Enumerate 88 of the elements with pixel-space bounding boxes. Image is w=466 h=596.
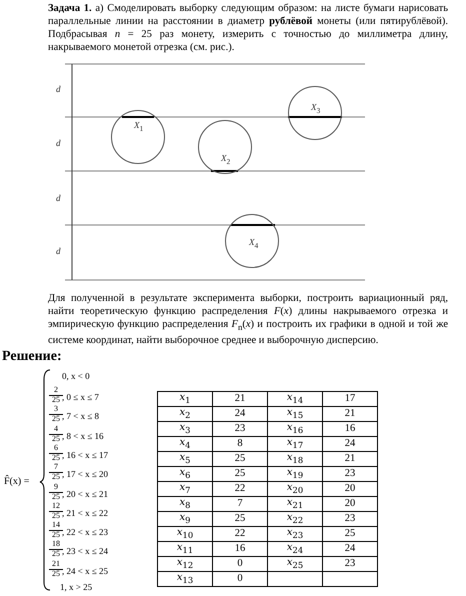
formula-line: , 23 < x ≤ 24	[62, 546, 108, 556]
table-cell: 25	[212, 512, 268, 526]
distance-label: d	[56, 246, 60, 256]
table-cell: 25	[212, 452, 268, 466]
fraction-numerator: 7	[53, 463, 59, 472]
table-cell: 24	[322, 542, 378, 556]
coin-circle	[198, 120, 252, 174]
table-cell: 16	[322, 422, 378, 436]
table-cell: x$_{8}$	[158, 496, 212, 512]
formula-line: , 24 < x ≤ 25	[62, 566, 108, 576]
coin-label: X$_{4}$	[249, 237, 258, 250]
fraction-numerator: 21	[51, 560, 61, 568]
table-cell: x$_{16}$	[268, 422, 322, 436]
table-cell: x$_{12}$	[158, 556, 212, 572]
table-cell: x$_{17}$	[268, 436, 322, 452]
distance-label: d	[56, 193, 60, 203]
table-cell: 17	[322, 392, 378, 406]
formula-line: , 0 ≤ x ≤ 7	[62, 392, 99, 402]
table-cell: x$_{1}$	[158, 392, 212, 406]
task-paragraph: Для полученной в результате эксперимента выборки, построить вариационный ряд, найти теоретическую функцию распределения F(x) длины накрываемого отрезка и эмпирическую функцию распределения F$_{n}$(x) и построить их графики в одной и той же системе координат, найти выборочное среднее и выборочную дисперсию.	[48, 292, 448, 348]
table-cell: x$_{23}$	[268, 526, 322, 542]
coin-circle	[225, 214, 279, 268]
table-cell: 22	[212, 526, 268, 542]
fraction-numerator: 9	[53, 482, 59, 490]
table-cell: 21	[322, 452, 378, 466]
coin-label: X$_{3}$	[311, 102, 320, 115]
table-cell: x$_{6}$	[158, 466, 212, 482]
fraction-numerator: 6	[53, 444, 59, 452]
task-paragraph: Задача 1. а) Смоделировать выборку следующим образом: на листе бумаги нарисовать параллельные линии на расстоянии в диаметр рублёвой монеты (или пятирублёвой). Подбрасывая n = 25 раз монету, измерить с точностью до миллиметра длину, накрываемого монетой отрезка (см. рис.).	[48, 2, 448, 54]
table-cell: 20	[322, 482, 378, 496]
table-cell: x$_{13}$	[158, 572, 212, 586]
formula-line: 0, x < 0	[62, 371, 90, 381]
formula-line: , 16 < x ≤ 17	[62, 450, 108, 460]
table-cell: 25	[322, 526, 378, 542]
solution-heading: Решение:	[2, 349, 62, 365]
table-cell: x$_{22}$	[268, 512, 322, 526]
fraction-numerator: 12	[51, 502, 61, 510]
distance-label: d	[56, 138, 60, 148]
coin-label: X$_{1}$	[134, 120, 144, 133]
formula-line: , 7 < x ≤ 8	[62, 411, 100, 422]
coin-circle	[288, 86, 342, 140]
table-cell: x$_{14}$	[268, 392, 322, 406]
formula-line: , 21 < x ≤ 22	[62, 508, 108, 518]
formula-line: , 8 < x ≤ 16	[62, 430, 104, 441]
coin-circle	[111, 110, 165, 164]
table-cell: 24	[322, 436, 378, 452]
table-cell: 20	[322, 496, 378, 512]
fraction-numerator: 2	[53, 386, 59, 394]
fraction-numerator: 18	[51, 540, 61, 548]
table-cell: 0	[212, 556, 268, 572]
table-cell: x$_{19}$	[268, 466, 322, 482]
table-cell: x$_{5}$	[158, 452, 212, 466]
table-cell: x$_{4}$	[158, 436, 212, 452]
formula-line: , 17 < x ≤ 20	[62, 469, 108, 480]
table-cell: x$_{20}$	[268, 482, 322, 496]
table-cell: 7	[212, 496, 268, 512]
function-label: F̂(x) =	[4, 476, 30, 487]
table-cell: 16	[212, 542, 268, 556]
fraction-numerator: 3	[53, 405, 59, 414]
table-cell: x$_{10}$	[158, 526, 212, 542]
table-cell: x$_{24}$	[268, 542, 322, 556]
table-cell: x$_{11}$	[158, 542, 212, 556]
table-cell: 0	[212, 572, 268, 586]
table-cell: 22	[212, 482, 268, 496]
table-cell: 24	[212, 406, 268, 422]
table-cell: x$_{21}$	[268, 496, 322, 512]
table-cell: x$_{9}$	[158, 512, 212, 526]
fraction-numerator: 4	[53, 424, 59, 433]
formula-line: , 22 < x ≤ 23	[62, 527, 108, 538]
distance-label: d	[56, 84, 60, 94]
table-cell: x$_{2}$	[158, 406, 212, 422]
table-cell: 23	[322, 466, 378, 482]
table-cell: 21	[322, 406, 378, 422]
table-cell: 23	[322, 556, 378, 572]
table-cell: 25	[212, 466, 268, 482]
formula-line: 1, x > 25	[60, 582, 92, 592]
table-cell: x$_{15}$	[268, 406, 322, 422]
table-cell: 23	[322, 512, 378, 526]
formula-line: , 20 < x ≤ 21	[62, 488, 108, 498]
table-cell: 23	[212, 422, 268, 436]
table-cell: 8	[212, 436, 268, 452]
fraction-numerator: 14	[51, 521, 61, 530]
table-cell: 21	[212, 392, 268, 406]
coin-label: X$_{2}$	[221, 153, 230, 166]
table-cell: x$_{3}$	[158, 422, 212, 436]
table-cell: x$_{7}$	[158, 482, 212, 496]
table-cell: x$_{25}$	[268, 556, 322, 572]
table-cell: x$_{18}$	[268, 452, 322, 466]
